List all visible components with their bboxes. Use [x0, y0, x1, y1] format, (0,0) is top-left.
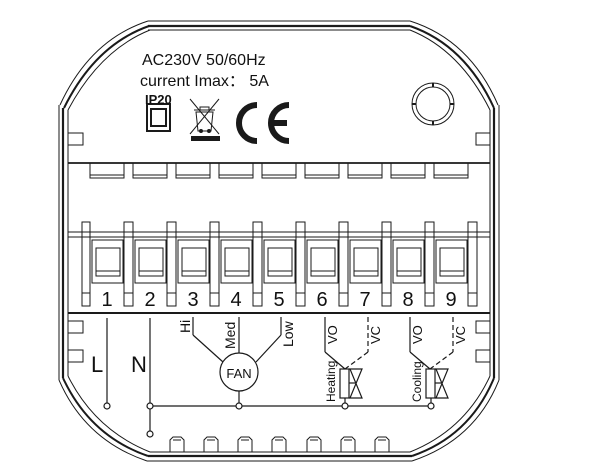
terminal-numbers: 1 2 3 4 5 6 7 8 9	[101, 289, 456, 311]
wiring	[103, 317, 454, 438]
rating-voltage: AC230V 50/60Hz	[142, 52, 266, 69]
bottom-clips	[169, 436, 390, 452]
live-label: L	[91, 352, 103, 377]
ce-mark-icon	[236, 102, 290, 144]
mounting-hole	[411, 82, 455, 126]
cooling-vo-label: VO	[410, 325, 425, 344]
terminal-number: 3	[187, 289, 198, 311]
neutral-label: N	[131, 352, 147, 377]
terminal-number: 5	[273, 289, 284, 311]
ip20-box-icon	[146, 103, 171, 132]
heating-vo-label: VO	[325, 325, 340, 344]
weee-bin-icon	[189, 98, 220, 141]
heating-vc-label: VC	[368, 326, 383, 344]
cooling-vc-label: VC	[453, 326, 468, 344]
rating-current: current Imax： 5A	[140, 73, 269, 90]
terminal-number: 6	[316, 289, 327, 311]
heating-label: Heating	[324, 361, 338, 402]
upper-slots	[68, 162, 490, 179]
terminal-number: 4	[230, 289, 241, 311]
fan-low-label: Low	[280, 320, 296, 347]
ip-rating-label: IP20	[145, 92, 172, 107]
cooling-label: Cooling	[410, 361, 424, 402]
terminal-number: 7	[359, 289, 370, 311]
terminal-number: 2	[144, 289, 155, 311]
terminal-number: 1	[101, 289, 112, 311]
housing-outline	[58, 20, 500, 462]
terminal-block	[68, 221, 490, 314]
side-clips	[67, 132, 491, 363]
terminal-number: 9	[445, 289, 456, 311]
fan-hi-label: Hi	[177, 320, 193, 333]
fan-label: FAN	[226, 366, 251, 381]
terminal-number: 8	[402, 289, 413, 311]
fan-med-label: Med	[222, 322, 238, 349]
